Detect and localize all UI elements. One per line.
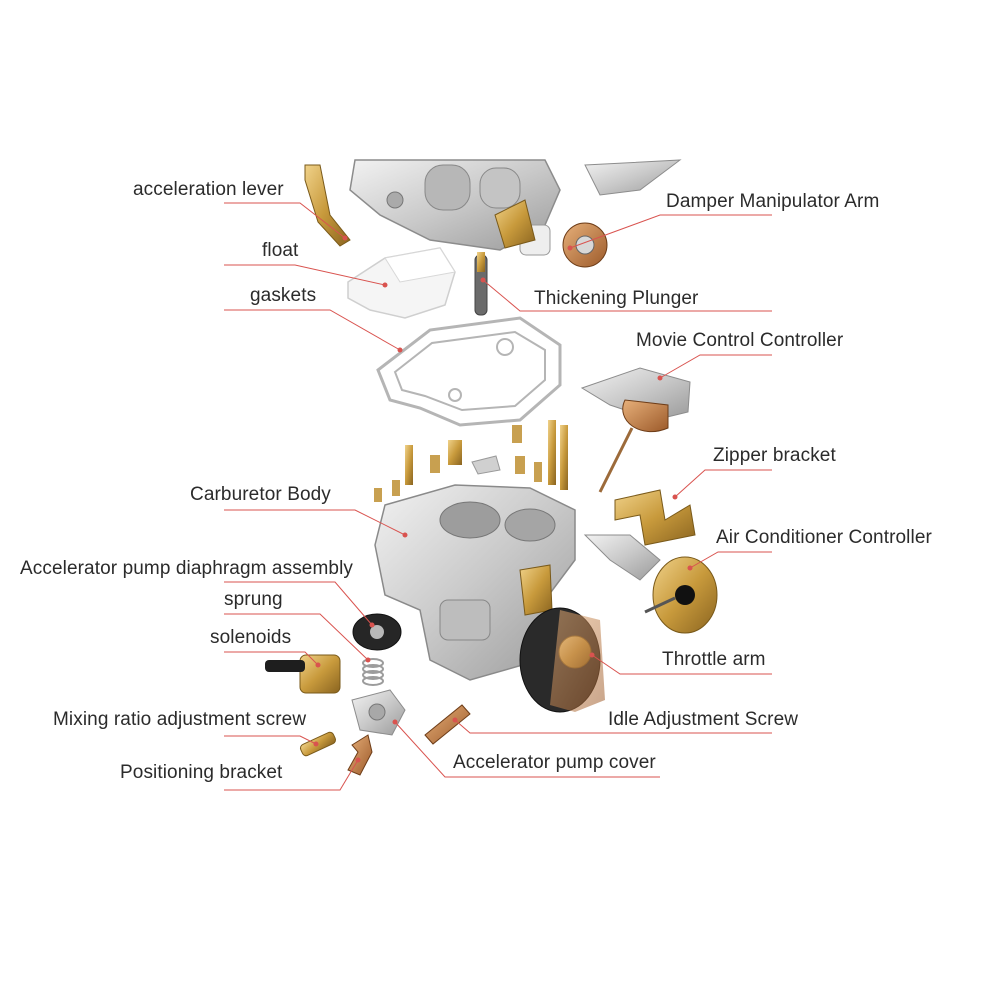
label-gaskets: gaskets [250,285,317,306]
leader-float [224,264,386,286]
leader-acceleration-lever [224,202,346,239]
leader-air-conditioner-controller [689,551,772,569]
movie-control-controller-part [580,367,691,493]
leader-zipper-bracket [674,469,772,498]
label-movie-control-controller: Movie Control Controller [636,330,844,351]
label-mixing-ratio-adjustment-screw: Mixing ratio adjustment screw [53,709,307,730]
idle-adjustment-screw-part [424,704,471,745]
leader-accelerator-pump-diaphragm [224,581,373,626]
leader-throttle-arm [591,654,772,675]
accelerator-pump-cover-part [351,689,406,736]
label-float: float [262,240,299,261]
carburetor-body-part [374,484,576,681]
leader-carburetor-body [224,509,406,536]
label-carburetor-body: Carburetor Body [190,484,331,505]
positioning-bracket-part [347,734,373,776]
throttle-arm-part [519,607,605,713]
acceleration-lever-part [304,164,351,247]
leader-mixing-ratio-screw [224,735,317,745]
jets-cluster-part [374,420,568,502]
leader-sprung [224,613,369,661]
label-throttle-arm: Throttle arm [662,649,766,670]
air-conditioner-controller-part [583,534,718,634]
label-air-conditioner-controller: Air Conditioner Controller [716,527,932,548]
leader-gaskets [224,309,401,351]
leader-movie-control-controller [659,354,772,379]
leader-damper-manipulator-arm [569,214,772,249]
leader-solenoids [224,651,319,666]
leader-accelerator-pump-cover [394,721,660,778]
accelerator-pump-diaphragm-part [352,613,402,651]
leader-lines [224,202,772,791]
leader-idle-adjustment-screw [454,719,772,734]
solenoid-part [265,654,341,694]
thickening-plunger-part [474,252,488,316]
label-thickening-plunger: Thickening Plunger [534,288,699,309]
label-damper-manipulator-arm: Damper Manipulator Arm [666,191,880,212]
label-positioning-bracket: Positioning bracket [120,762,283,783]
label-idle-adjustment-screw: Idle Adjustment Screw [608,709,799,730]
leader-thickening-plunger [482,279,772,312]
label-solenoids: solenoids [210,627,292,648]
float-part [347,247,456,319]
label-zipper-bracket: Zipper bracket [713,445,836,466]
spring-part [362,658,384,686]
label-accelerator-pump-cover: Accelerator pump cover [453,752,656,773]
gasket-part [376,316,562,427]
leader-endpoints [313,235,693,763]
label-sprung: sprung [224,589,283,610]
zipper-bracket-part [614,489,696,546]
leader-positioning-bracket [224,759,359,791]
label-acceleration-lever: acceleration lever [133,179,284,200]
label-accelerator-pump-diaphragm-assembly: Accelerator pump diaphragm assembly [20,558,353,579]
